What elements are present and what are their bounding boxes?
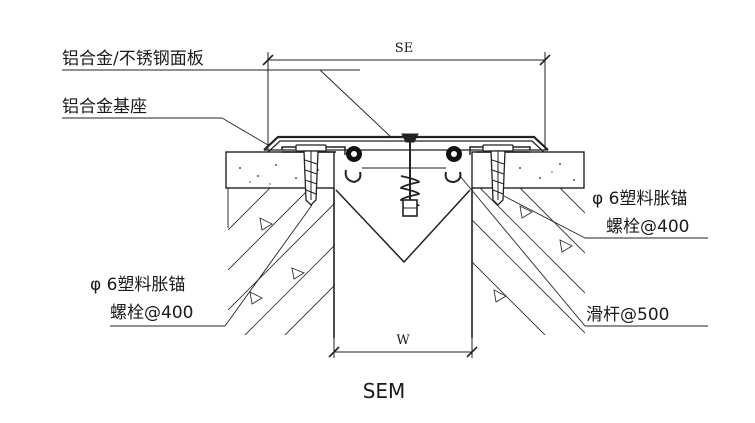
left-slab — [225, 151, 335, 335]
right-substrate-hatch — [472, 188, 585, 335]
anchor-bolt-left — [295, 144, 327, 206]
left-substrate-hatch — [228, 188, 335, 335]
label-slide-bar: 滑杆@500 — [586, 305, 669, 325]
v-seal — [335, 189, 471, 264]
label-anchor-left-line1: φ 6塑料胀锚 — [90, 275, 185, 295]
joint-gap-walls — [333, 188, 473, 338]
w-dimension-label: W — [396, 333, 410, 348]
locking-strip-left — [344, 146, 362, 184]
se-dimension — [262, 52, 551, 150]
anchor-bolt-right — [482, 144, 514, 206]
figure-caption: SEM — [363, 379, 406, 403]
label-anchor-right-line2: 螺栓@400 — [606, 217, 689, 237]
right-slab — [471, 151, 585, 335]
label-aluminum-base: 铝合金基座 — [62, 97, 147, 117]
leader-lines — [62, 69, 708, 327]
se-dimension-label: SE — [395, 41, 413, 56]
w-dimension — [328, 338, 478, 358]
locking-strip-right — [444, 146, 462, 184]
center-spring-bolt — [400, 133, 420, 217]
label-cover-panel: 铝合金/不锈钢面板 — [62, 49, 204, 69]
label-anchor-right-line1: φ 6塑料胀锚 — [592, 189, 687, 209]
label-anchor-left-line2: 螺栓@400 — [110, 303, 193, 323]
